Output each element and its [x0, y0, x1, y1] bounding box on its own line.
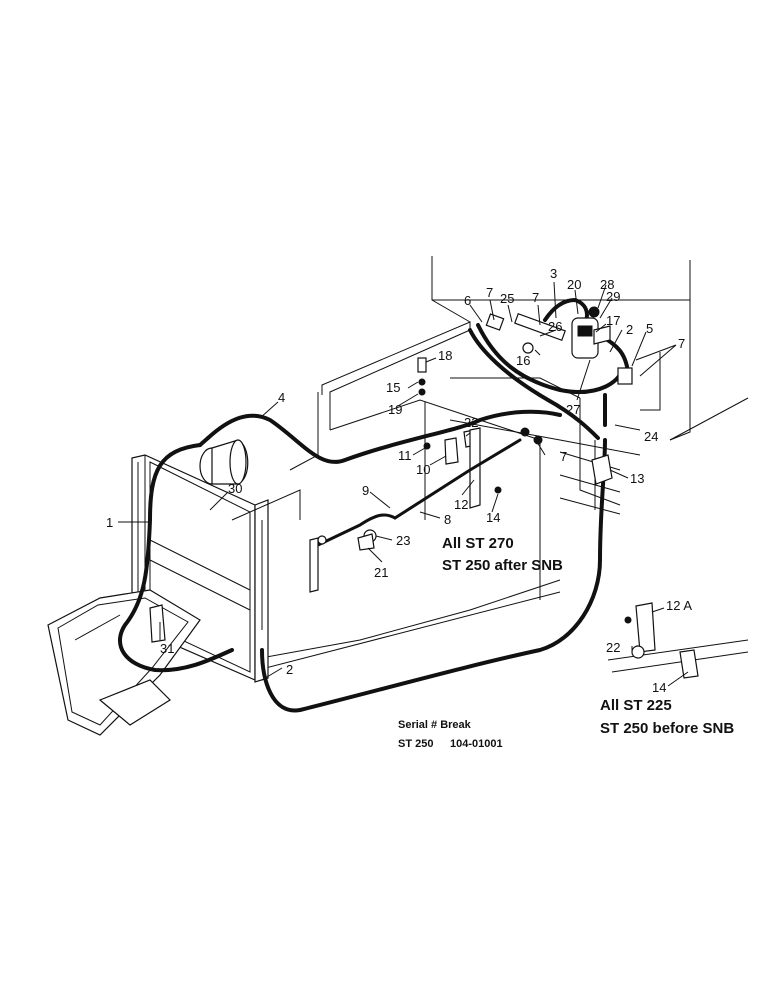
label-part-4: 4 [278, 390, 285, 405]
label-part-30: 30 [228, 481, 242, 496]
label-part-26: 26 [548, 319, 562, 334]
label-part-19: 19 [388, 402, 402, 417]
label-part-23: 23 [396, 533, 410, 548]
serial-break-heading: Serial # Break [398, 719, 472, 731]
label-part-12a: 12 A [666, 598, 692, 613]
machine-frame [249, 256, 749, 673]
label-part-7-c: 7 [678, 336, 685, 351]
caption-st225-line2: ST 250 before SNB [600, 720, 734, 737]
serial-break-note: Serial # Break ST 250 104-01001 [398, 719, 503, 750]
label-part-20: 20 [567, 277, 581, 292]
label-part-24: 24 [644, 429, 658, 444]
leader-lines [118, 281, 689, 687]
label-part-1: 1 [106, 515, 113, 530]
label-part-22: 22 [464, 415, 478, 430]
label-part-14: 14 [486, 510, 500, 525]
label-part-9: 9 [362, 483, 369, 498]
label-part-12: 12 [454, 497, 468, 512]
variant-captions: All ST 270 ST 250 after SNB All ST 225 S… [442, 535, 734, 737]
caption-st270-line1: All ST 270 [442, 535, 514, 552]
serial-break-model: ST 250 [398, 738, 433, 750]
label-part-31: 31 [160, 641, 174, 656]
label-part-2-b: 2 [626, 322, 633, 337]
label-part-29: 29 [606, 289, 620, 304]
label-part-7-a: 7 [486, 285, 493, 300]
caption-st270-line2: ST 250 after SNB [442, 557, 563, 574]
st225-inset [607, 602, 749, 679]
small-parts [149, 357, 613, 643]
label-part-27: 27 [566, 402, 580, 417]
label-part-7-b: 7 [532, 290, 539, 305]
lower-guard [47, 589, 201, 736]
valve-assembly [485, 306, 633, 445]
label-part-22-b: 22 [606, 640, 620, 655]
label-part-8: 8 [444, 512, 451, 527]
label-part-10: 10 [416, 462, 430, 477]
label-part-25: 25 [500, 291, 514, 306]
label-part-5: 5 [646, 321, 653, 336]
hoses [118, 298, 630, 713]
label-part-13: 13 [630, 471, 644, 486]
label-part-18: 18 [438, 348, 452, 363]
part-labels: 1 31 2 4 30 3 20 28 29 6 7 25 7 26 17 2 … [106, 266, 692, 695]
filter-canister [199, 439, 249, 485]
label-part-11: 11 [398, 448, 412, 463]
label-part-14-b: 14 [652, 680, 666, 695]
label-part-15: 15 [386, 380, 400, 395]
label-part-6: 6 [464, 293, 471, 308]
label-part-2: 2 [286, 662, 293, 677]
label-part-21: 21 [374, 565, 388, 580]
label-part-17: 17 [606, 313, 620, 328]
caption-st225-line1: All ST 225 [600, 697, 672, 714]
label-part-3: 3 [550, 266, 557, 281]
label-part-16: 16 [516, 353, 530, 368]
serial-break-number: 104-01001 [450, 738, 503, 750]
label-part-7-d: 7 [560, 449, 567, 464]
label-part-28: 28 [600, 277, 614, 292]
